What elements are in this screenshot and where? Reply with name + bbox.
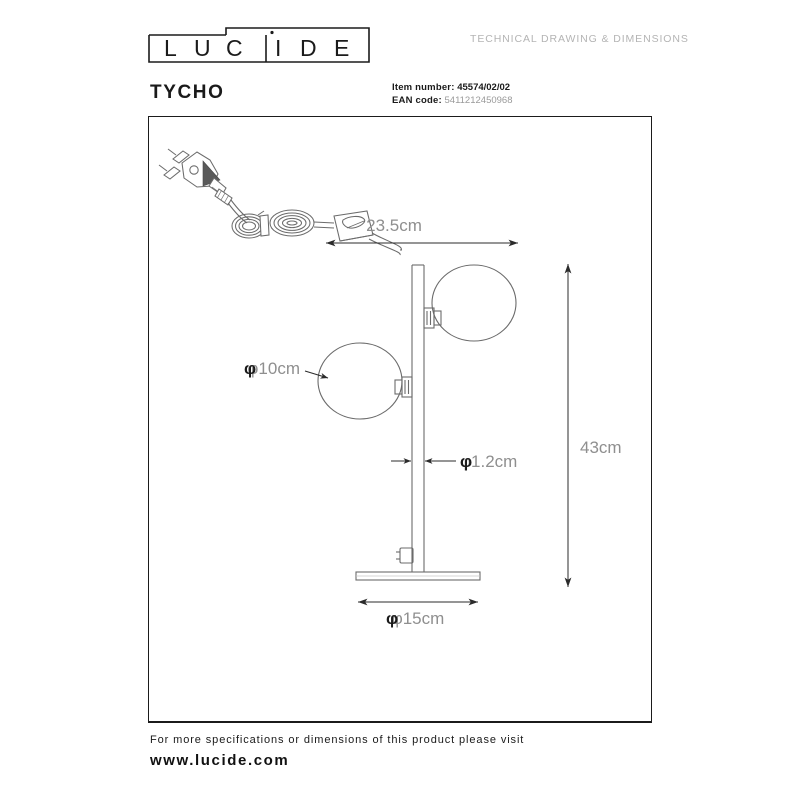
cord-entry	[396, 547, 414, 564]
lamp-assembly	[317, 264, 517, 581]
cord-segment-1	[227, 199, 251, 224]
dim-leader-globe	[304, 370, 329, 379]
footer-website: www.lucide.com	[150, 752, 290, 769]
upper-globe	[431, 264, 517, 342]
inline-switch	[333, 210, 374, 242]
ean-value: 5411212450968	[444, 95, 513, 106]
logo-i-dot	[270, 30, 274, 35]
ean-label: EAN code	[392, 95, 439, 106]
upper-socket	[423, 307, 442, 329]
footer-text: For more specifications or dimensions of…	[150, 734, 525, 746]
ean-colon: :	[438, 95, 442, 106]
tagline: TECHNICAL DRAWING & DIMENSIONS	[470, 33, 689, 45]
phi-icon-globe: φ	[244, 359, 256, 378]
item-number-value: 45574/02/02	[457, 82, 511, 93]
cord-band-1	[259, 214, 270, 237]
technical-drawing: 23.5cm φ10cm φ1.2cm 43cm φ15cm φ φ φ	[158, 148, 622, 628]
euro-plug	[158, 148, 227, 197]
phi-glyph-overlays: φ φ φ	[244, 359, 472, 628]
dim-label-width: 23.5cm	[366, 216, 422, 235]
phi-icon-base: φ	[386, 609, 398, 628]
logo-letter-u: U	[194, 35, 211, 61]
lower-globe	[317, 342, 403, 420]
ean-row: EAN code: 5411212450968	[392, 94, 512, 107]
item-number-row: Item number: 45574/02/02	[392, 81, 512, 94]
cord-segment-3	[368, 232, 402, 256]
item-number-label: Item number:	[392, 82, 455, 93]
logo-letter-e: E	[334, 35, 349, 61]
vertical-rod	[411, 264, 425, 572]
cord-segment-2	[313, 221, 335, 229]
lower-socket	[394, 376, 413, 398]
dim-label-base: φ15cm	[392, 609, 445, 628]
footer-divider	[148, 722, 652, 724]
dimension-lines	[304, 239, 572, 606]
page-title: TYCHO	[150, 82, 225, 103]
logo-letter-c: C	[226, 35, 243, 61]
dim-leader-rod	[391, 446, 456, 476]
lucide-logo: L U C I D E	[148, 27, 370, 63]
base-plate	[355, 571, 481, 581]
power-cord-assembly	[158, 148, 402, 256]
cord-coil-2	[269, 209, 315, 237]
logo-letter-d: D	[300, 35, 317, 61]
logo-letter-i: I	[275, 35, 281, 61]
cord-collar	[214, 188, 233, 206]
dim-label-globe: φ10cm	[247, 359, 300, 378]
product-codes: Item number: 45574/02/02 EAN code: 54112…	[392, 81, 512, 107]
dimension-labels: 23.5cm φ10cm φ1.2cm 43cm φ15cm	[247, 216, 621, 628]
phi-icon-rod: φ	[460, 452, 472, 471]
lucide-logo-mark: L U C I D E	[148, 27, 370, 63]
logo-letter-l: L	[164, 35, 177, 61]
dim-label-rod: φ1.2cm	[460, 452, 517, 471]
dim-label-height: 43cm	[580, 438, 622, 457]
